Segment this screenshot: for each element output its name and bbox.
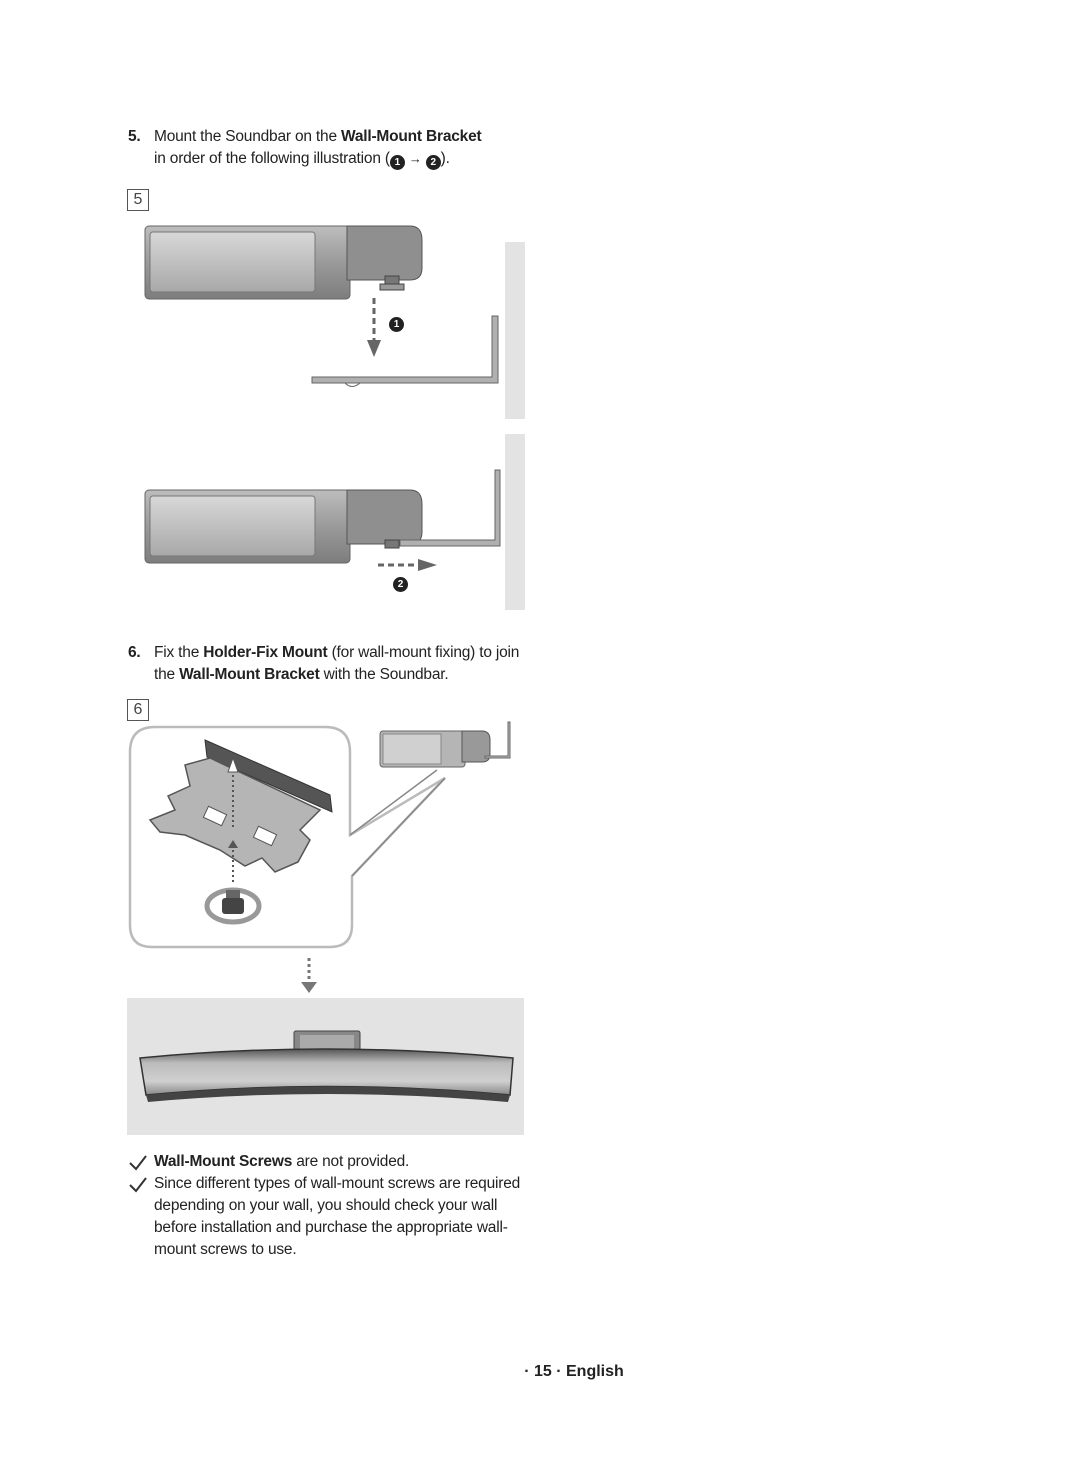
- notes-section: Wall-Mount Screws are not provided. Sinc…: [128, 1151, 528, 1261]
- step-term: Wall-Mount Bracket: [179, 666, 320, 683]
- step-text: Fix the: [154, 644, 204, 661]
- figure-5-illustration: [144, 225, 525, 610]
- step-5-instruction: 5. Mount the Soundbar on the Wall-Mount …: [128, 126, 528, 170]
- screw-rotate-icon: [204, 887, 262, 925]
- checkmark-icon: [129, 1177, 147, 1193]
- wall-panel-bottom: [505, 434, 525, 610]
- step-text: with the Soundbar.: [319, 666, 449, 683]
- step-text-end: ).: [440, 150, 450, 167]
- step-text: (for wall-mount fixing) to join the: [154, 644, 520, 683]
- note-text: are not provided.: [292, 1153, 410, 1170]
- figure-5-label: 5: [127, 189, 149, 211]
- step-badge-2: 2: [425, 155, 441, 170]
- step-badge-1: 1: [389, 155, 405, 170]
- note-text: Since different types of wall-mount scre…: [154, 1175, 521, 1258]
- soundbar-side-top: [144, 225, 423, 300]
- checkmark-icon: [129, 1155, 147, 1171]
- page-footer: · 15 · English: [524, 1363, 624, 1380]
- wall-bracket-bottom: [399, 469, 501, 547]
- wall-panel-top: [505, 242, 525, 419]
- soundbar-thumbnail: [379, 721, 511, 768]
- note-item: Wall-Mount Screws are not provided.: [128, 1151, 528, 1173]
- note-term: Wall-Mount Screws: [154, 1153, 293, 1170]
- step-6-instruction: 6. Fix the Holder-Fix Mount (for wall-mo…: [128, 642, 528, 686]
- soundbar-side-bottom: [144, 489, 423, 564]
- figure-6-label: 6: [127, 699, 149, 721]
- callout-1: 1: [389, 317, 404, 332]
- step-text-line2: in order of the following illustration (: [154, 150, 390, 167]
- callout-2: 2: [393, 577, 408, 592]
- holder-fix-mount: [148, 739, 333, 873]
- step-text: Mount the Soundbar on the: [154, 128, 341, 145]
- step-term: Wall-Mount Bracket: [340, 128, 482, 145]
- step-term: Holder-Fix Mount: [203, 644, 328, 661]
- wall-bracket-top: [311, 315, 499, 384]
- note-item: Since different types of wall-mount scre…: [128, 1173, 528, 1261]
- step-number: 5.: [128, 128, 141, 145]
- step-number: 6.: [128, 644, 141, 661]
- arrow-right-icon: →: [408, 151, 422, 166]
